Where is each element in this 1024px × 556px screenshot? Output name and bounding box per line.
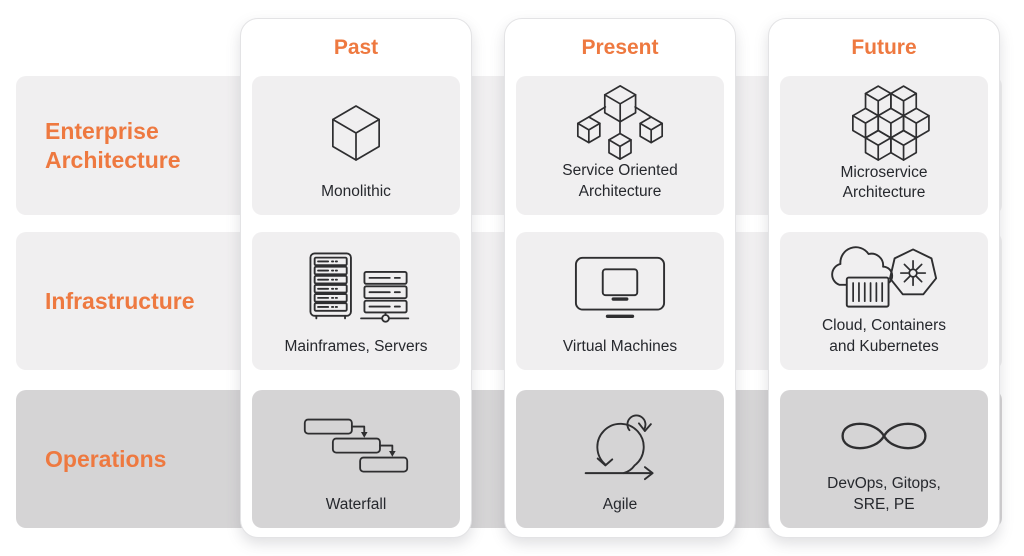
cube-icon xyxy=(331,104,381,162)
row-label-infrastructure: Infrastructure xyxy=(45,287,195,314)
column-title-present: Present xyxy=(581,35,659,59)
cell-label: Microservice Architecture xyxy=(840,164,928,202)
column-card-past: Past Monolithic xyxy=(240,18,472,538)
cell-label: Virtual Machines xyxy=(562,337,678,355)
mainframe-server-icon xyxy=(309,252,410,323)
cell-label: Agile xyxy=(602,495,638,513)
virtual-machine-icon xyxy=(574,256,666,318)
cell-label: Cloud, Containers and Kubernetes xyxy=(821,317,947,355)
cell-future-infrastructure: Cloud, Containers and Kubernetes xyxy=(780,232,988,370)
soa-cubes-icon xyxy=(577,84,663,160)
waterfall-icon xyxy=(303,418,409,473)
row-label-enterprise-architecture: Enterprise Architecture xyxy=(45,117,181,173)
microservices-cubes-icon xyxy=(851,85,930,161)
cell-label: Service Oriented Architecture xyxy=(562,162,678,200)
cell-future-operations: DevOps, Gitops, SRE, PE xyxy=(780,390,988,528)
cell-label: Waterfall xyxy=(325,495,387,513)
cell-label: Mainframes, Servers xyxy=(284,337,428,355)
cell-past-infrastructure: Mainframes, Servers xyxy=(252,232,460,370)
cell-label: DevOps, Gitops, SRE, PE xyxy=(827,475,941,513)
cell-present-enterprise-architecture: Service Oriented Architecture xyxy=(516,76,724,215)
column-title-past: Past xyxy=(333,35,379,59)
cell-past-operations: Waterfall xyxy=(252,390,460,528)
cell-present-infrastructure: Virtual Machines xyxy=(516,232,724,370)
cloud-container-kubernetes-icon xyxy=(831,245,938,308)
agile-loop-icon xyxy=(584,414,654,480)
column-title-future: Future xyxy=(851,35,917,59)
infinity-icon xyxy=(841,422,927,450)
column-card-future: Future Microservice Architecture xyxy=(768,18,1000,538)
cell-label: Monolithic xyxy=(321,182,391,200)
column-card-present: Present Service Oriented Architecture xyxy=(504,18,736,538)
cell-future-enterprise-architecture: Microservice Architecture xyxy=(780,76,988,215)
row-label-operations: Operations xyxy=(45,445,167,472)
cell-past-enterprise-architecture: Monolithic xyxy=(252,76,460,215)
cell-present-operations: Agile xyxy=(516,390,724,528)
